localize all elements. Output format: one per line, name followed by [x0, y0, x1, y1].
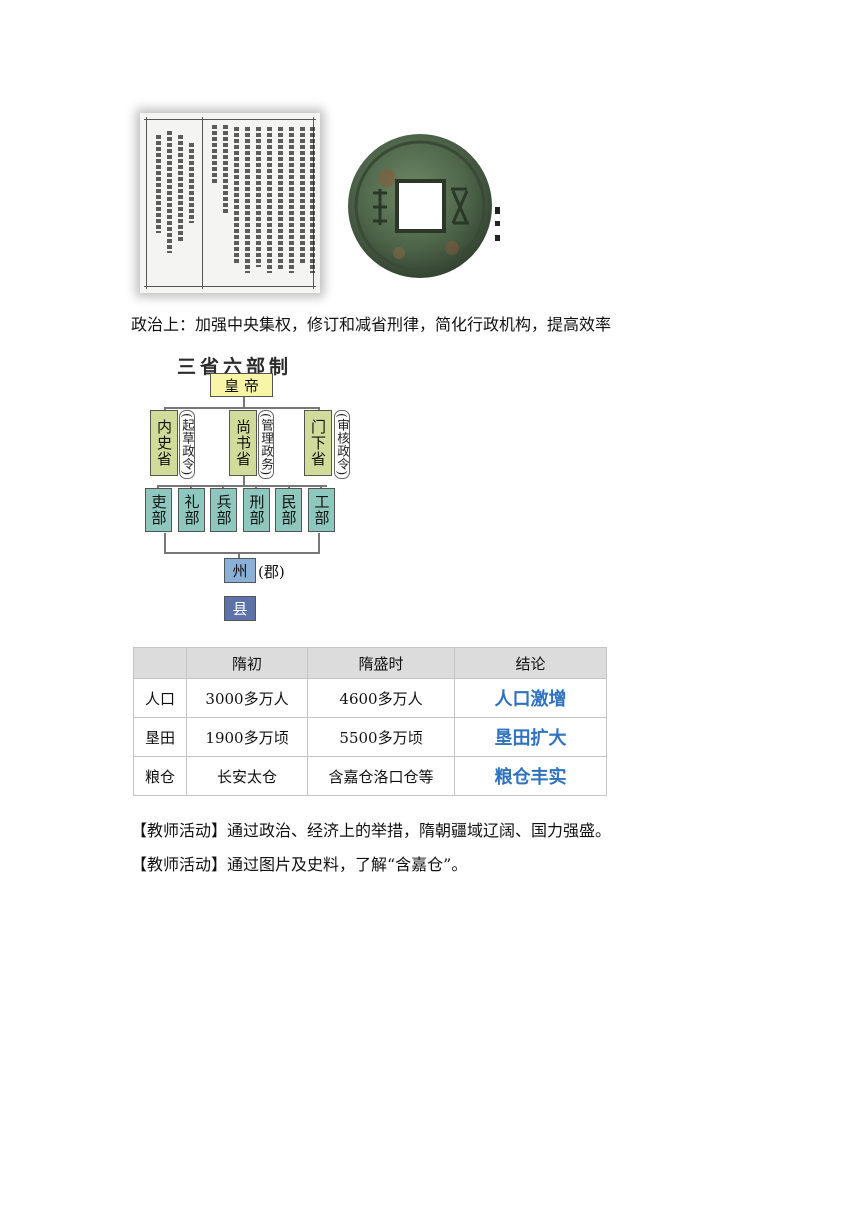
- chart-title: 三省六部制: [177, 356, 293, 378]
- shangshu-department-box: 尚书省: [229, 410, 257, 476]
- sui-statistics-table: 隋初 隋盛时 结论 人口 3000多万人 4600多万人 人口激增 垦田 190…: [133, 647, 607, 796]
- ministry-box: 礼部: [178, 488, 205, 532]
- menxia-duty-label: (审核政令): [334, 410, 350, 479]
- household-register-document-image: [140, 113, 320, 293]
- prefecture-note: (郡): [258, 563, 285, 581]
- prefecture-box: 州: [224, 558, 256, 583]
- ministry-box: 兵部: [210, 488, 237, 532]
- table-header-row: 隋初 隋盛时 结论: [133, 647, 607, 679]
- table-row: 人口 3000多万人 4600多万人 人口激增: [133, 678, 607, 718]
- shangshu-duty-label: (管理政务): [258, 410, 274, 479]
- table-cell: 长安太仓: [186, 756, 308, 796]
- table-cell: 5500多万顷: [307, 717, 455, 757]
- wuzhu-coin-image: [348, 134, 492, 278]
- emperor-box: 皇 帝: [210, 373, 273, 397]
- neishi-duty-label: (起草政令): [179, 410, 195, 479]
- menxia-department-box: 门下省: [304, 410, 332, 476]
- row-label: 人口: [133, 678, 187, 718]
- table-header-cell: [133, 647, 187, 679]
- row-label: 粮仓: [133, 756, 187, 796]
- conclusion-cell: 垦田扩大: [454, 717, 607, 757]
- ministry-box: 刑部: [243, 488, 270, 532]
- table-cell: 4600多万人: [307, 678, 455, 718]
- politics-paragraph: 政治上：加强中央集权，修订和减省刑律，简化行政机构，提高效率: [131, 315, 612, 334]
- table-header-cell: 隋初: [186, 647, 308, 679]
- table-header-cell: 隋盛时: [307, 647, 455, 679]
- table-cell: 1900多万顷: [186, 717, 308, 757]
- ministry-box: 吏部: [145, 488, 172, 532]
- table-header-cell: 结论: [454, 647, 607, 679]
- conclusion-cell: 人口激增: [454, 678, 607, 718]
- table-cell: 3000多万人: [186, 678, 308, 718]
- conclusion-cell: 粮仓丰实: [454, 756, 607, 796]
- coin-edge-mark: [495, 207, 500, 241]
- ministry-box: 民部: [275, 488, 302, 532]
- table-cell: 含嘉仓洛口仓等: [307, 756, 455, 796]
- ministry-box: 工部: [308, 488, 335, 532]
- table-row: 粮仓 长安太仓 含嘉仓洛口仓等 粮仓丰实: [133, 756, 607, 796]
- table-row: 垦田 1900多万顷 5500多万顷 垦田扩大: [133, 717, 607, 757]
- row-label: 垦田: [133, 717, 187, 757]
- county-box: 县: [224, 596, 256, 621]
- teacher-activity-paragraph-2: 【教师活动】通过图片及史料，了解“含嘉仓”。: [131, 855, 468, 874]
- teacher-activity-paragraph-1: 【教师活动】通过政治、经济上的举措，隋朝疆域辽阔、国力强盛。: [131, 821, 612, 840]
- neishi-department-box: 内史省: [150, 410, 178, 476]
